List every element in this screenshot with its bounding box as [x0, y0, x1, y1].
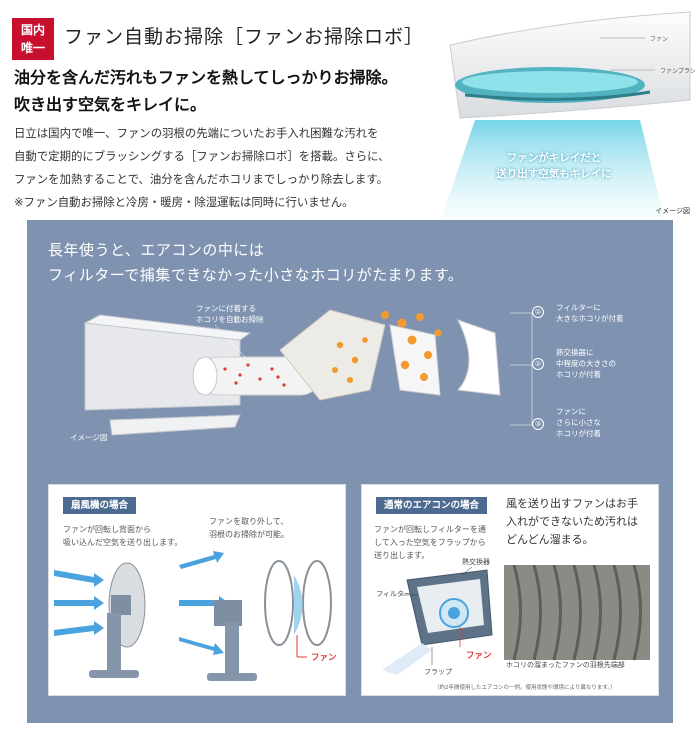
hero-label-fan: ファン [650, 36, 669, 43]
fan-removable-text-line-1: ファンを取り外して、 [209, 517, 289, 526]
item-2-line-1: 熱交換器に [556, 348, 594, 357]
panel-title-line-2: フィルターで捕集できなかった小さなホコリがたまります。 [48, 266, 464, 284]
description-line-1: 日立は国内で唯一、ファンの羽根の先端についたお手入れ困難な汚れを [14, 126, 379, 140]
auto-clean-label-line-2: ホコリを自動お掃除 [196, 315, 264, 324]
label-filter: フィルター [376, 590, 411, 598]
electric-fan-text-line-2: 吸い込んだ空気を送り出します。 [63, 538, 183, 547]
hero-label-fan-brush: ファンブラシ [660, 68, 696, 75]
headline: 油分を含んだ汚れもファンを熱してしっかりお掃除。 吹き出す空気をキレイに。 [14, 64, 398, 118]
dirt-accumulates-text: 風を送り出すファンはお手 入れができないため汚れは どんどん溜まる。 [506, 495, 638, 549]
description-line-3: ファンを加熱することで、油分を含んだホコリまでしっかり除去します。 [14, 172, 388, 186]
aircon-cross-section [382, 565, 650, 675]
electric-fan-box: 扇風機の場合 ファンが回転し背面から 吸い込んだ空気を送り出します。 ファンを取… [48, 484, 346, 696]
hero-image-note: イメージ図 [655, 207, 690, 215]
hero-caption-line-1: ファンがキレイだと [506, 152, 602, 164]
item-2-label: 熱交換器に 中程度の大きさの ホコリが付着 [556, 347, 616, 380]
item-1-line-1: フィルターに [556, 303, 601, 312]
electric-fan-illustration [54, 551, 332, 681]
item-1-label: フィルターに 大きなホコリが付着 [556, 302, 624, 324]
auto-clean-label: ファンに付着する ホコリを自動お掃除 [196, 303, 264, 325]
auto-clean-label-line-1: ファンに付着する [196, 304, 256, 313]
description-line-4: ※ファン自動お掃除と冷房・暖房・除湿運転は同時に行いません。 [14, 195, 354, 209]
national-first-badge: 国内 唯一 [12, 18, 54, 60]
item-3-line-3: ホコリが付着 [556, 429, 601, 438]
label-heat-exchanger: 熱交換器 [462, 558, 490, 566]
hero-caption-line-2: 送り出す空気もキレイに [496, 168, 612, 180]
fan-removable-text: ファンを取り外して、 羽根のお掃除が可能。 [209, 515, 289, 541]
item-2-line-3: ホコリが付着 [556, 370, 601, 379]
label-flap: フラップ [424, 668, 452, 676]
dirty-fan-photo-caption: ホコリの溜まったファンの羽根先端部 [506, 661, 625, 669]
badge-line-1: 国内 [20, 23, 45, 37]
description-line-2: 自動で定期的にブラッシングする［ファンお掃除ロボ］を搭載。さらに、 [14, 149, 390, 163]
electric-fan-text-line-1: ファンが回転し背面から [63, 525, 151, 534]
air-conditioner-illustration [440, 11, 691, 222]
fan-label-right: ファン [466, 651, 492, 661]
electric-fan-heading: 扇風機の場合 [63, 497, 137, 514]
fan-removable-text-line-2: 羽根のお掃除が可能。 [209, 530, 289, 539]
item-2-line-2: 中程度の大きさの [556, 359, 616, 368]
item-3-line-2: さらに小さな [556, 418, 601, 427]
hero-caption: ファンがキレイだと 送り出す空気もキレイに [474, 150, 634, 182]
panel-title-line-1: 長年使うと、エアコンの中には [48, 241, 265, 259]
panel-title: 長年使うと、エアコンの中には フィルターで捕集できなかった小さなホコリがたまりま… [48, 238, 463, 288]
usage-footnote: （約2年間使用したエアコンの一例。使用状態や環境により異なります。） [434, 685, 616, 691]
normal-aircon-text-line-2: して入った空気をフラップから [374, 538, 486, 547]
normal-aircon-text-line-1: ファンが回転しフィルターを通 [374, 525, 486, 534]
description: 日立は国内で唯一、ファンの羽根の先端についたお手入れ困難な汚れを 自動で定期的に… [14, 122, 454, 214]
item-3-line-1: ファンに [556, 407, 586, 416]
item-2-number: ② [532, 358, 544, 370]
normal-aircon-box: 通常のエアコンの場合 ファンが回転しフィルターを通 して入った空気をフラップから… [361, 484, 659, 696]
diagram-image-note: イメージ図 [70, 433, 108, 442]
headline-line-1: 油分を含んだ汚れもファンを熱してしっかりお掃除。 [14, 68, 398, 87]
exploded-aircon-diagram [83, 309, 533, 436]
item-1-line-2: 大きなホコリが付着 [556, 314, 624, 323]
item-1-number: ① [532, 306, 544, 318]
fan-label-left: ファン [311, 653, 337, 663]
dirt-text-line-1: 風を送り出すファンはお手 [506, 497, 638, 510]
dirt-text-line-2: 入れができないため汚れは [506, 515, 638, 528]
normal-aircon-heading: 通常のエアコンの場合 [376, 497, 488, 514]
normal-aircon-text: ファンが回転しフィルターを通 して入った空気をフラップから 送り出します。 [374, 523, 486, 562]
item-3-number: ③ [532, 418, 544, 430]
page-title: ファン自動お掃除［ファンお掃除ロボ］ [64, 26, 425, 48]
normal-aircon-text-line-3: 送り出します。 [374, 551, 430, 560]
dirt-text-line-3: どんどん溜まる。 [506, 533, 594, 546]
electric-fan-text: ファンが回転し背面から 吸い込んだ空気を送り出します。 [63, 523, 182, 549]
headline-line-2: 吹き出す空気をキレイに。 [14, 95, 207, 114]
item-3-label: ファンに さらに小さな ホコリが付着 [556, 406, 601, 439]
badge-line-2: 唯一 [20, 41, 45, 55]
